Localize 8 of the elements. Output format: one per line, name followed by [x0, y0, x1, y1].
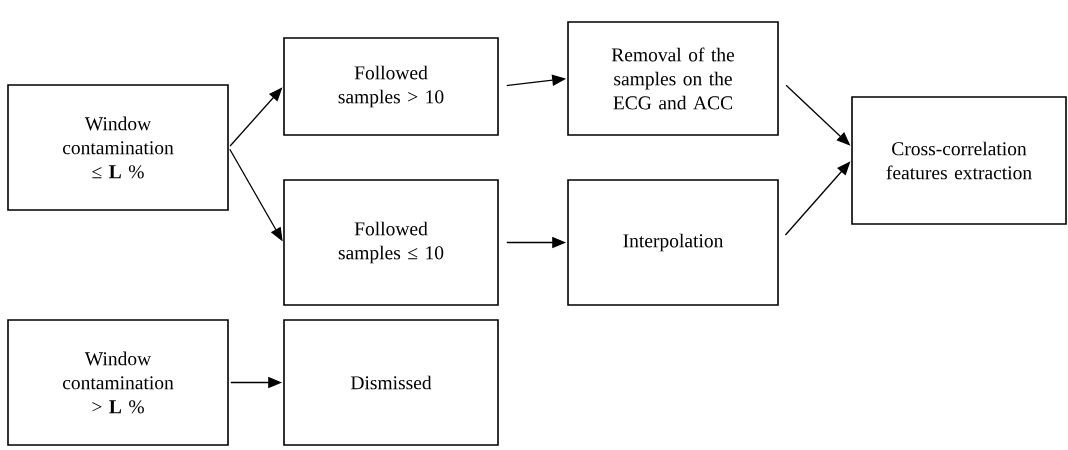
process-box: Removal of the samples on the ECG and ACC — [567, 21, 779, 136]
process-box: Interpolation — [567, 179, 779, 306]
process-box: Cross-correlation features extraction — [851, 96, 1067, 225]
process-box: Window contamination > L % — [7, 319, 229, 446]
process-box: Followed samples ≤ 10 — [283, 179, 499, 306]
process-box: Window contamination ≤ L % — [7, 84, 229, 211]
process-box: Followed samples > 10 — [283, 37, 499, 136]
process-box: Dismissed — [283, 319, 499, 446]
